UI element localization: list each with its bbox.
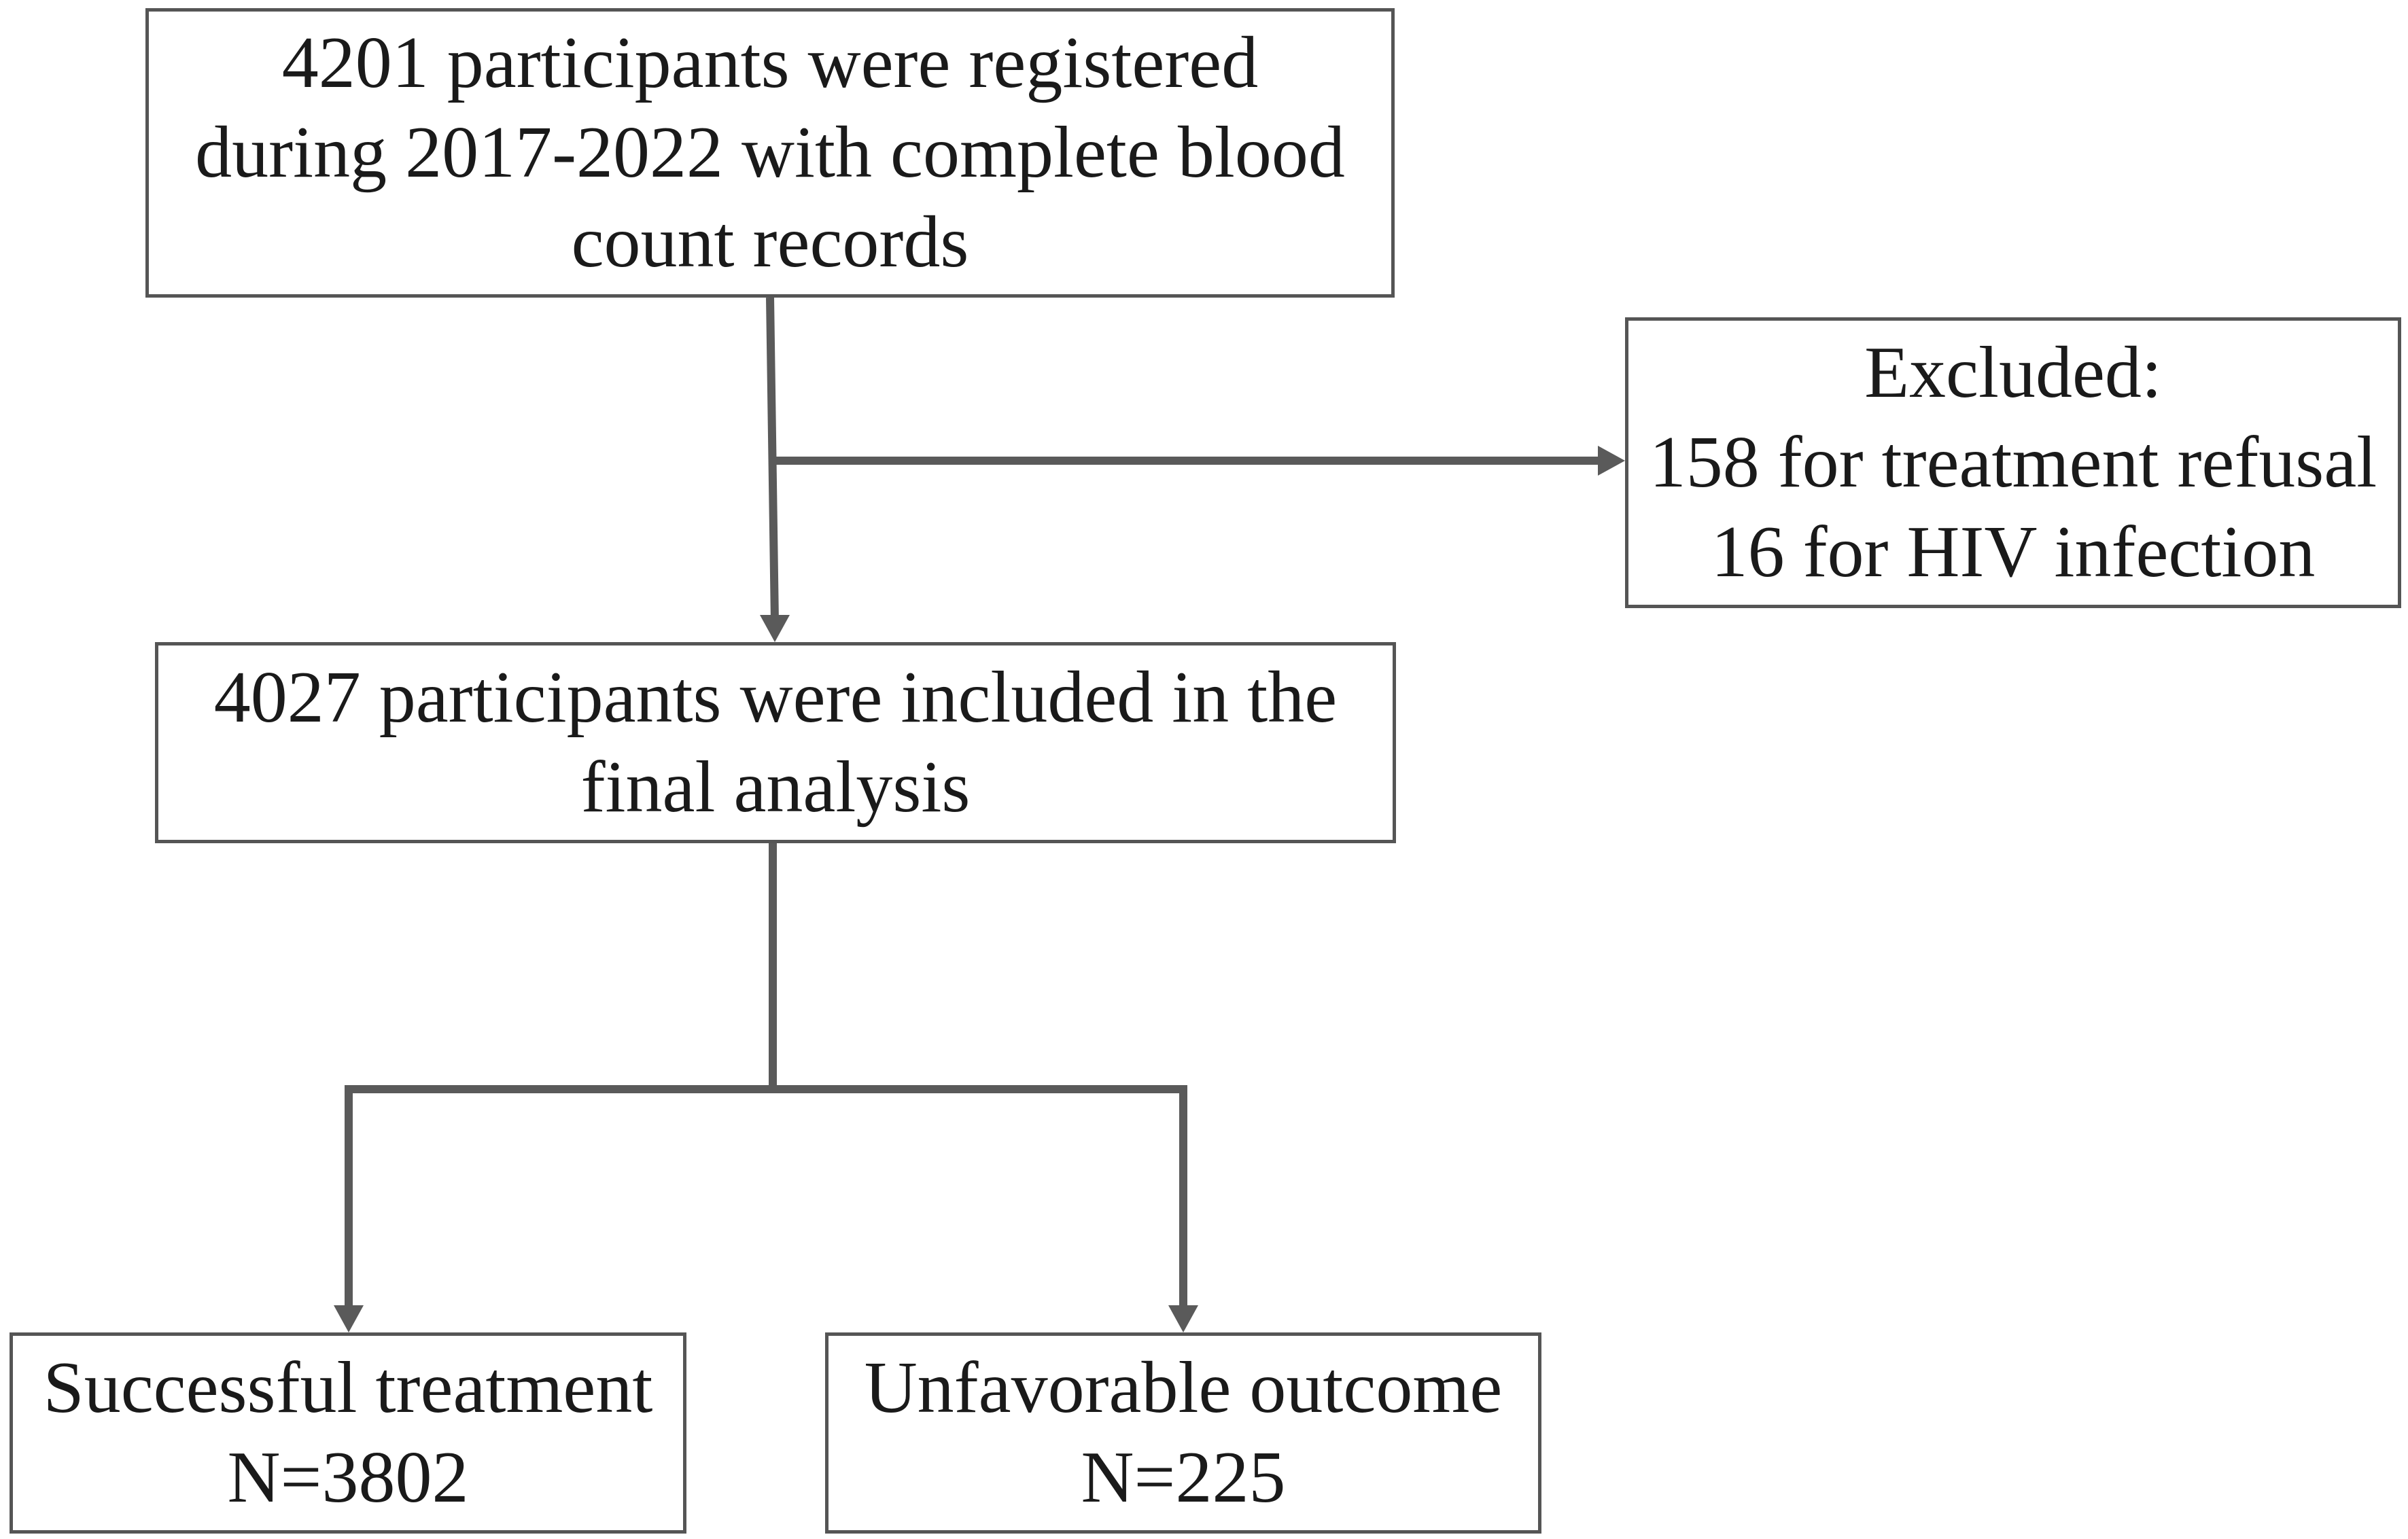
registered-participants-box: 4201 participants were registered during… [145,8,1395,298]
included-line-2: final analysis [580,747,971,828]
successful-count: N=3802 [227,1437,469,1518]
arrowhead-to-excluded [1598,446,1625,476]
excluded-treatment-refusal: 158 for treatment refusal [1649,422,2377,503]
unfavorable-count: N=225 [1081,1437,1286,1518]
unfavorable-label: Unfavorable outcome [864,1347,1503,1428]
arrowhead-to-successful [334,1305,364,1332]
successful-label: Successful treatment [43,1347,653,1428]
excluded-heading: Excluded: [1864,332,2162,413]
included-participants-box: 4027 participants were included in the f… [155,642,1396,843]
successful-treatment-box: Successful treatment N=3802 [10,1332,686,1534]
excluded-box: Excluded: 158 for treatment refusal 16 f… [1625,317,2401,608]
arrowhead-to-unfavorable [1168,1305,1198,1332]
registered-line-3: count records [571,202,969,283]
included-line-1: 4027 participants were included in the [213,657,1338,738]
excluded-hiv-infection: 16 for HIV infection [1711,512,2316,592]
unfavorable-outcome-box: Unfavorable outcome N=225 [825,1332,1541,1534]
arrowhead-to-included [760,615,790,642]
registered-line-2: during 2017-2022 with complete blood [195,112,1345,193]
registered-line-1: 4201 participants were registered [281,22,1259,103]
